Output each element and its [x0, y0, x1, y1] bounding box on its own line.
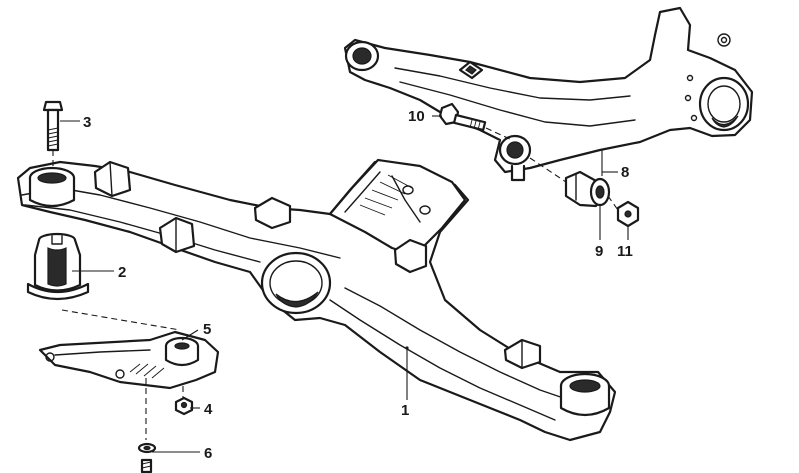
callout-4: 4 [204, 401, 213, 418]
rubber-mount [26, 232, 90, 301]
nut-11 [616, 200, 640, 228]
washer-6 [137, 442, 157, 473]
callout-5: 5 [203, 321, 211, 338]
callout-6: 6 [204, 445, 212, 462]
callout-8: 8 [621, 164, 629, 181]
mount-bracket [38, 330, 220, 390]
trailing-arm [343, 6, 754, 182]
callout-1: 1 [401, 402, 409, 419]
axle-carrier [16, 158, 617, 442]
leader-lines [60, 115, 629, 453]
callout-10: 10 [408, 108, 425, 125]
nut-4 [174, 396, 194, 416]
mount-bolt [42, 100, 64, 170]
callout-9: 9 [595, 243, 603, 260]
callout-3: 3 [83, 114, 91, 131]
callout-2: 2 [118, 264, 126, 281]
bushing-9 [564, 170, 611, 208]
callout-11: 11 [617, 243, 633, 260]
